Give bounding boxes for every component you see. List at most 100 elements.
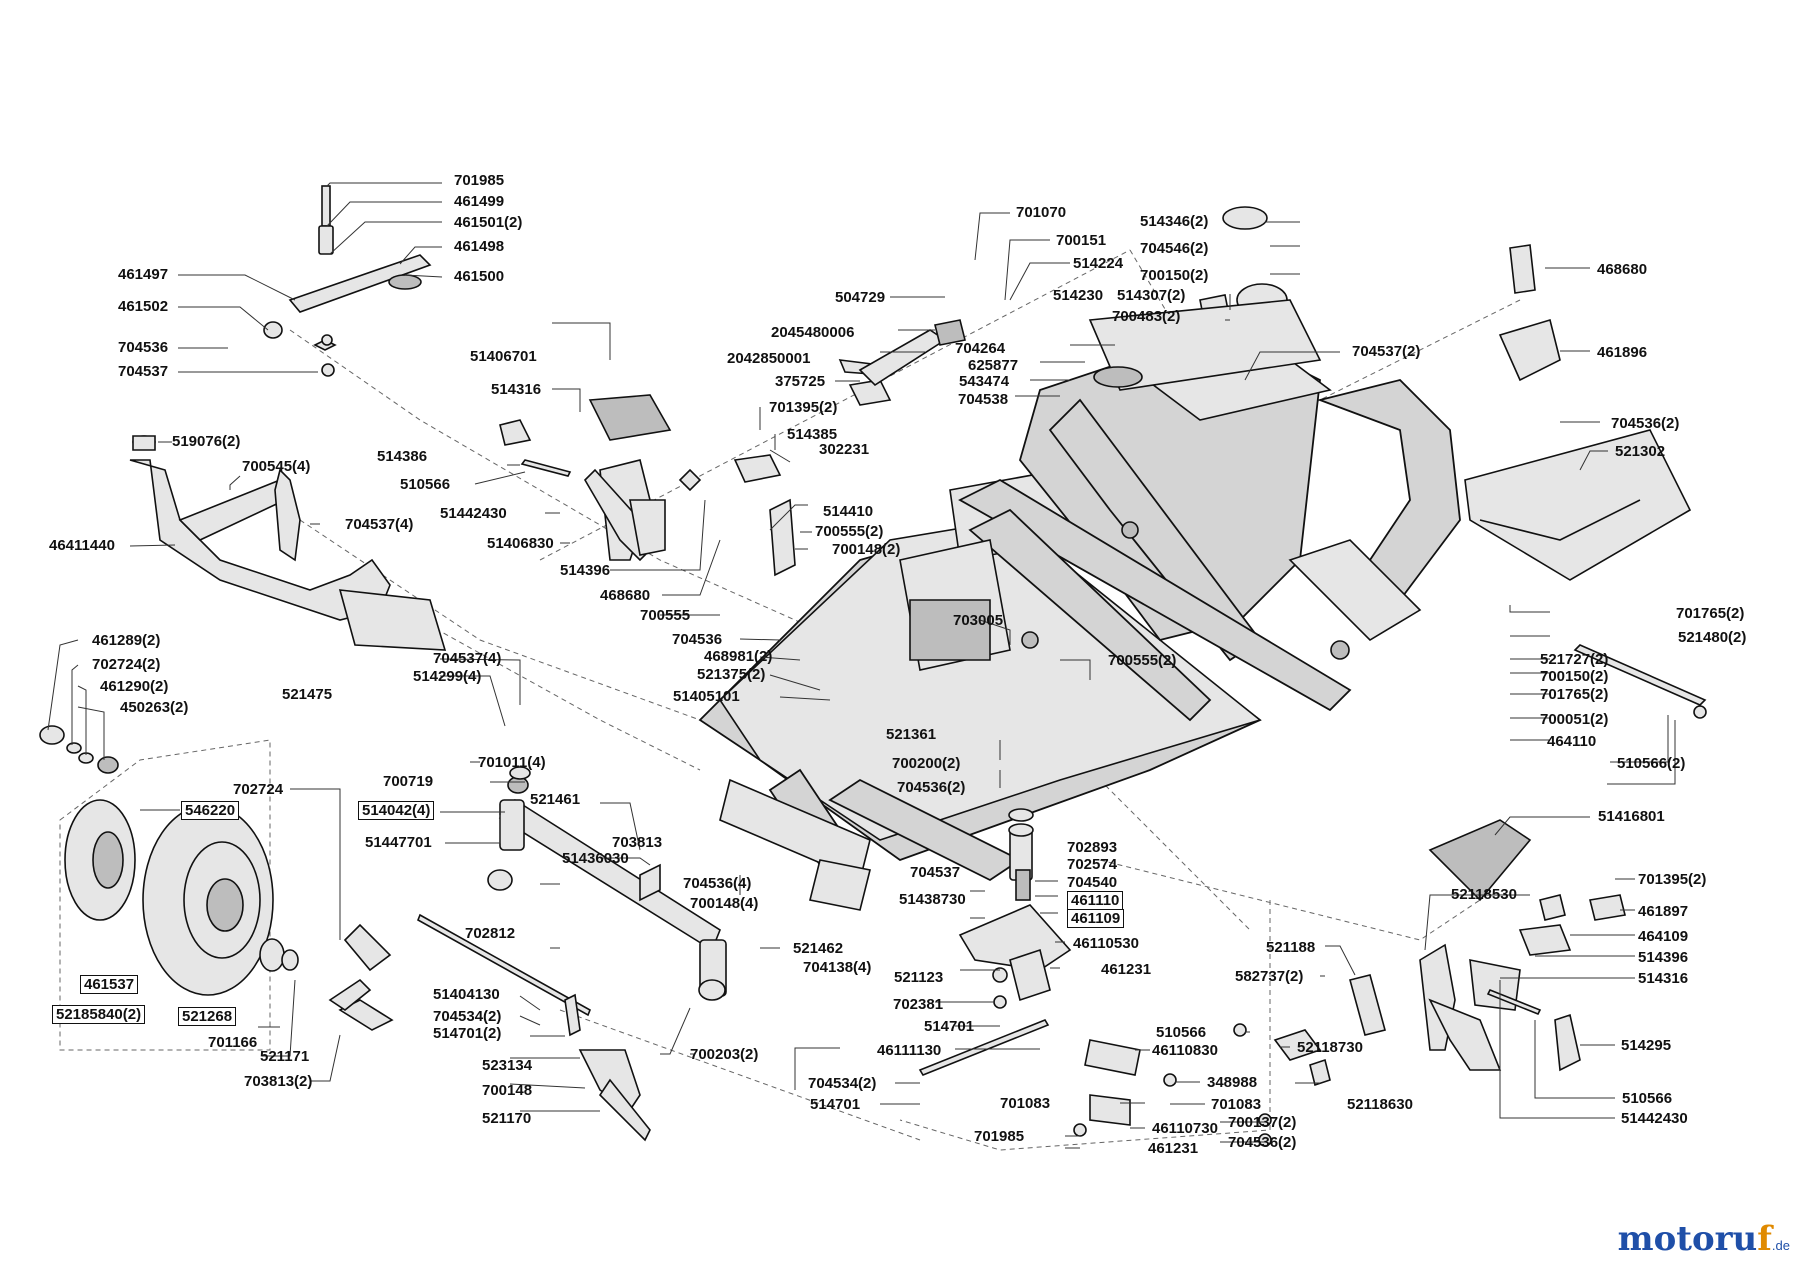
part-label: 51442430	[1621, 1110, 1688, 1127]
part-label: 510566	[400, 476, 451, 493]
part-label: 519076(2)	[172, 433, 241, 450]
part-label: 700148	[482, 1082, 533, 1099]
part-label: 702812	[465, 925, 516, 942]
seat-bracket-assembly	[263, 185, 432, 377]
part-label: 701765(2)	[1540, 686, 1609, 703]
part-label: 514701	[810, 1096, 861, 1113]
part-label: 514396	[560, 562, 611, 579]
part-label: 51436030	[562, 850, 629, 867]
leader-lines	[47, 182, 1676, 1149]
part-label: 46411440	[49, 537, 115, 554]
part-label: 510566(2)	[1617, 755, 1686, 772]
part-label: 704536(2)	[1228, 1134, 1297, 1151]
part-label: 461290(2)	[100, 678, 169, 695]
part-label: 704538	[958, 391, 1009, 408]
part-label: 704536(4)	[683, 875, 752, 892]
part-label: 514316	[1638, 970, 1689, 987]
part-label-boxed: 461537	[80, 975, 139, 994]
part-label: 51406830	[487, 535, 554, 552]
part-label: 700483(2)	[1112, 308, 1181, 325]
part-label: 514385	[787, 426, 838, 443]
part-label: 700150(2)	[1540, 668, 1609, 685]
part-label: 521375(2)	[697, 666, 766, 683]
logo-text-main: motoru	[1617, 1219, 1758, 1259]
part-label-boxed: 514042(4)	[358, 801, 435, 820]
part-label: 302231	[819, 441, 870, 458]
part-label: 51416801	[1598, 808, 1665, 825]
part-label-boxed: 461110	[1067, 891, 1124, 910]
wheel-assembly	[39, 725, 299, 996]
part-label: 702381	[893, 996, 944, 1013]
part-label: 703813	[612, 834, 663, 851]
part-label: 468680	[1597, 261, 1648, 278]
part-label: 704264	[955, 340, 1006, 357]
part-label: 464109	[1638, 928, 1689, 945]
part-label: 704540	[1067, 874, 1118, 891]
part-label: 510566	[1622, 1090, 1673, 1107]
part-label: 521462	[793, 940, 844, 957]
part-label: 701985	[974, 1128, 1025, 1145]
part-label: 461501(2)	[454, 214, 523, 231]
part-label: 521302	[1615, 443, 1666, 460]
part-label: 375725	[775, 373, 826, 390]
part-label: 52118630	[1347, 1096, 1413, 1113]
part-label: 704546(2)	[1140, 240, 1209, 257]
part-label: 461289(2)	[92, 632, 161, 649]
part-label: 521170	[482, 1110, 532, 1127]
part-label: 701765(2)	[1676, 605, 1745, 622]
part-label: 702724	[233, 781, 284, 798]
assembly-guide-lines	[59, 249, 1521, 1151]
part-label: 701070	[1016, 204, 1067, 221]
part-label: 700148(2)	[832, 541, 901, 558]
part-label: 514701(2)	[433, 1025, 502, 1042]
part-label: 2042850001	[727, 350, 811, 367]
part-label: 46111130	[877, 1042, 942, 1059]
part-label: 700555(2)	[1108, 652, 1177, 669]
motoruf-logo: motoruf.de	[1618, 1219, 1790, 1266]
part-label: 704536(2)	[1611, 415, 1680, 432]
part-label: 51442430	[440, 505, 507, 522]
part-label: 514346(2)	[1140, 213, 1209, 230]
part-label: 51406701	[470, 348, 537, 365]
part-label: 523134	[482, 1057, 533, 1074]
part-label: 700555(2)	[815, 523, 884, 540]
part-label: 521123	[894, 969, 944, 986]
part-label: 700200(2)	[892, 755, 961, 772]
left-pedal-assembly	[499, 319, 966, 577]
part-label: 701083	[1211, 1096, 1262, 1113]
right-pedal-assembly	[1073, 819, 1626, 1147]
part-label-boxed: 52185840(2)	[52, 1005, 146, 1024]
part-label: 702724(2)	[92, 656, 161, 673]
part-label: 514386	[377, 448, 428, 465]
part-label: 701985	[454, 172, 505, 189]
part-label: 702893	[1067, 839, 1118, 856]
part-label: 703813(2)	[244, 1073, 313, 1090]
part-label: 464110	[1547, 733, 1597, 750]
part-label: 700150(2)	[1140, 267, 1209, 284]
part-label: 51447701	[365, 834, 432, 851]
part-label: 514299(4)	[413, 668, 482, 685]
part-label: 52118730	[1297, 1039, 1363, 1056]
logo-tld: .de	[1771, 1238, 1790, 1253]
part-label: 543474	[959, 373, 1010, 390]
part-label-boxed: 521268	[178, 1007, 237, 1026]
part-label: 514316	[491, 381, 542, 398]
part-label: 701166	[208, 1034, 258, 1051]
part-label: 704534(2)	[808, 1075, 877, 1092]
part-label: 468680	[600, 587, 651, 604]
part-label: 704534(2)	[433, 1008, 502, 1025]
part-label: 514410	[823, 503, 874, 520]
part-label: 700137(2)	[1228, 1114, 1297, 1131]
part-label: 461498	[454, 238, 505, 255]
part-label: 704537(2)	[1352, 343, 1421, 360]
part-label: 700719	[383, 773, 434, 790]
part-label: 704138(4)	[803, 959, 872, 976]
part-label: 704537	[910, 864, 961, 881]
part-label: 46110830	[1152, 1042, 1218, 1059]
logo-text-accent: f	[1757, 1219, 1772, 1259]
part-label: 514224	[1073, 255, 1124, 272]
part-label: 521727(2)	[1540, 651, 1609, 668]
part-label: 700148(4)	[690, 895, 759, 912]
part-label: 704536	[118, 339, 169, 356]
